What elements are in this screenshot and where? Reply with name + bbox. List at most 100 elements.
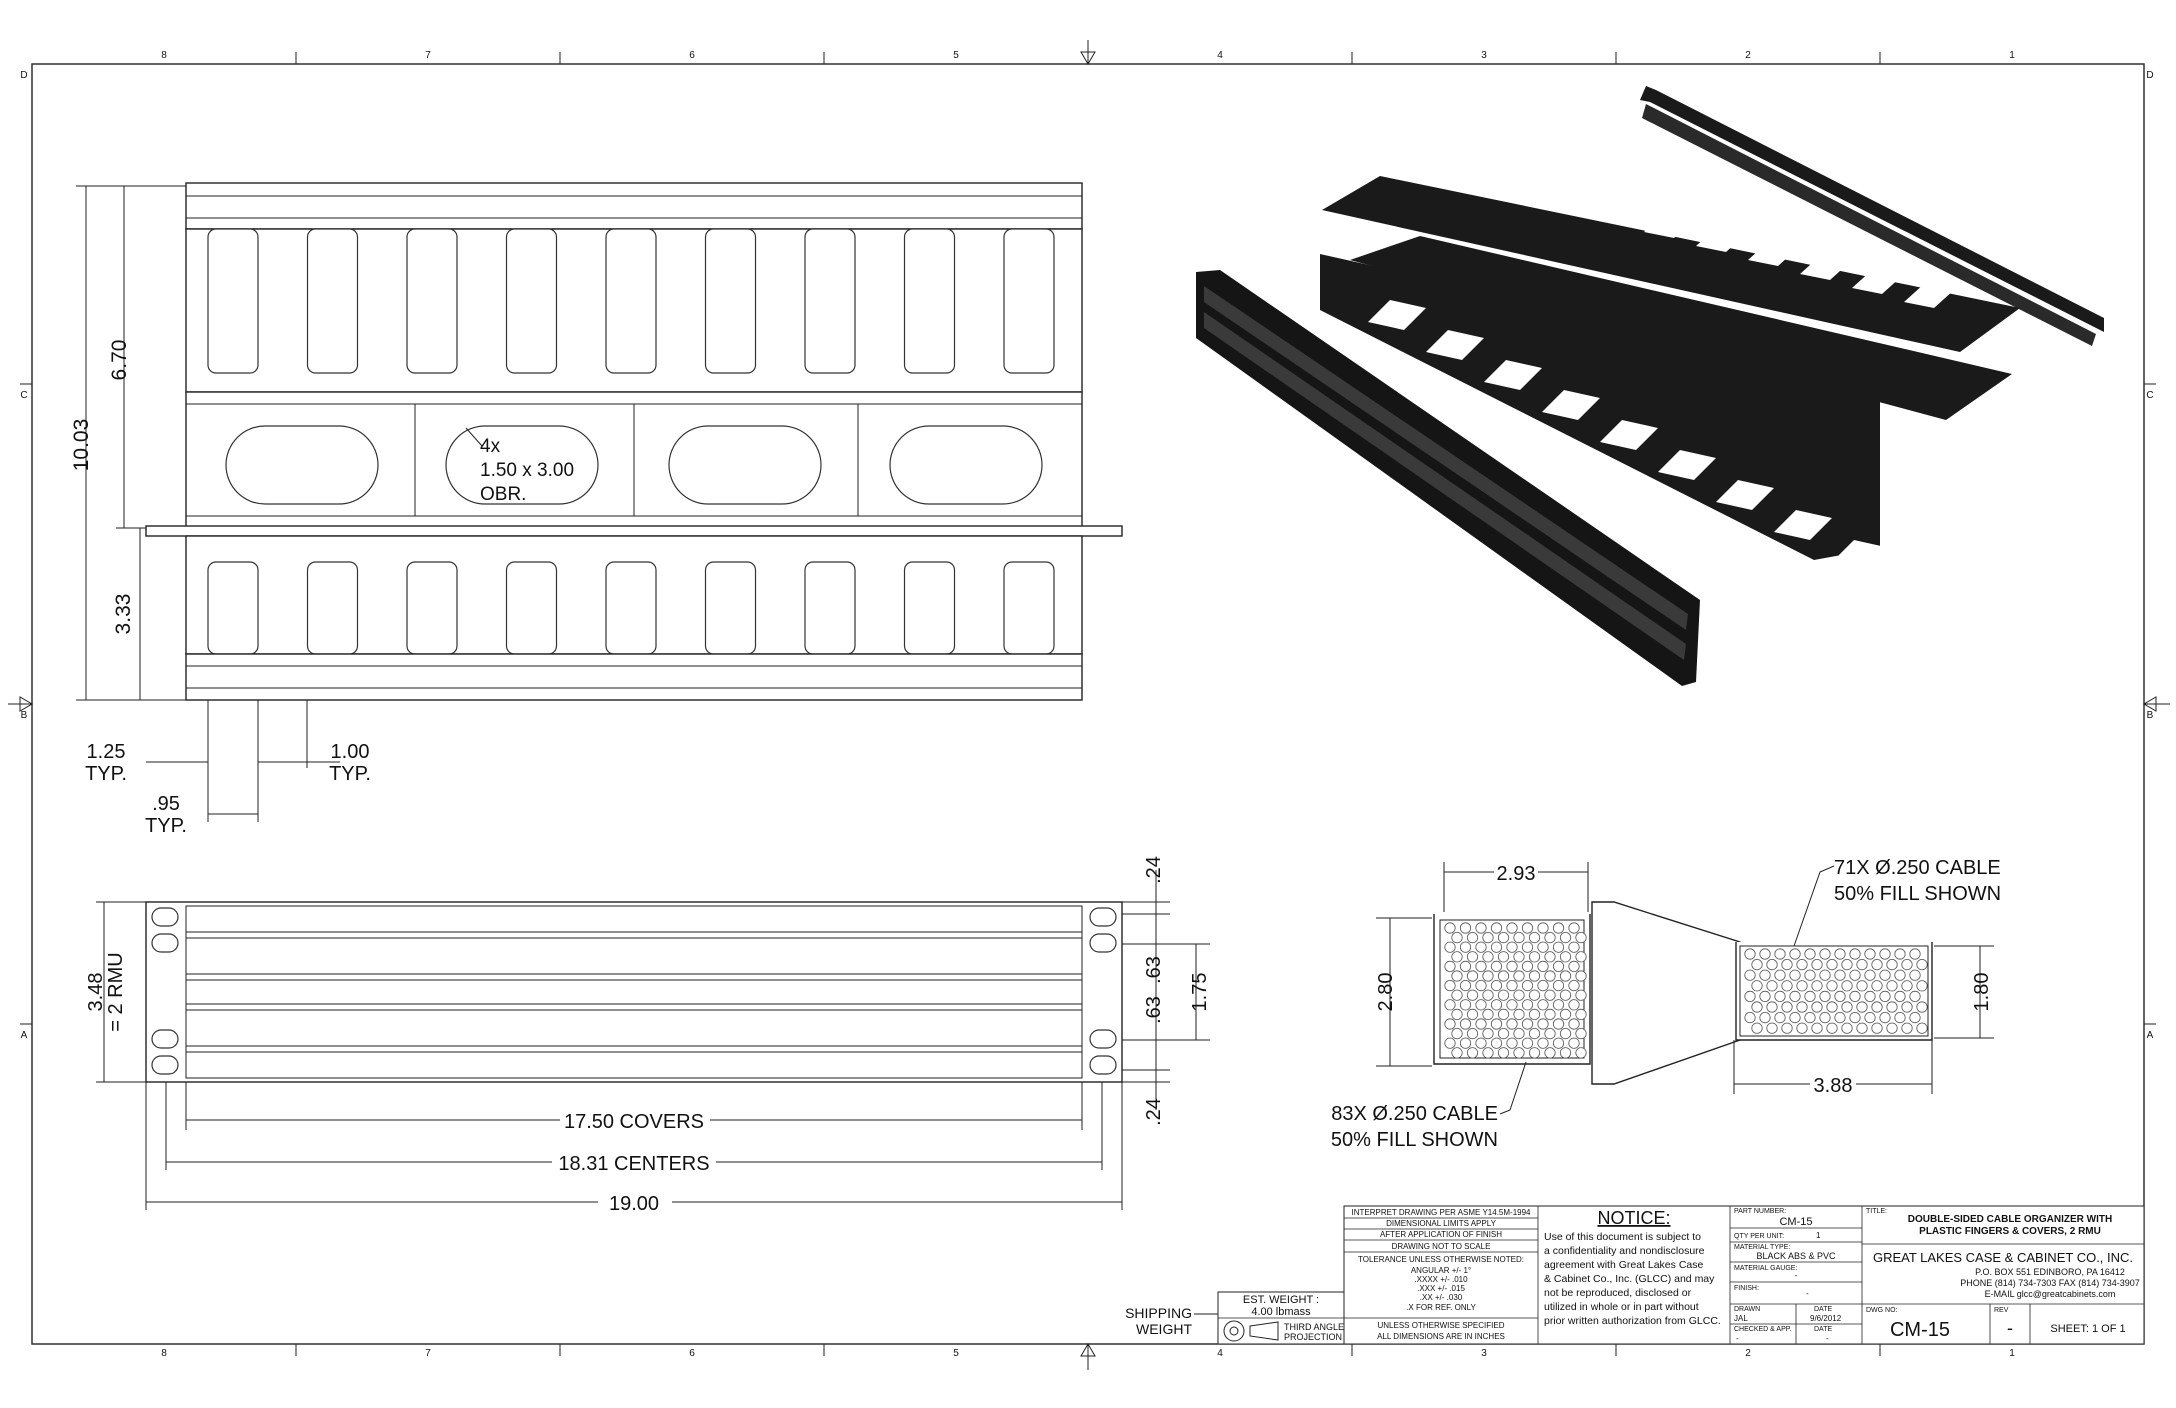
part-number: CM-15 (1779, 1216, 1812, 1228)
dim-right-width: 3.88 (1814, 1075, 1853, 1097)
checked: - (1736, 1334, 1739, 1343)
oblong-opening-3 (668, 425, 822, 505)
zone-row-right-D: D (2146, 70, 2153, 81)
dim-overall-height: 10.03 (70, 419, 93, 472)
qty: 1 (1816, 1231, 1821, 1240)
rev-label: REV (1994, 1307, 2009, 1314)
callout-line2: 1.50 x 3.00 (480, 460, 574, 481)
section-view (1433, 901, 1933, 1085)
zone-col-top-2: 2 (1745, 50, 1751, 61)
upper-finger-gap (406, 228, 458, 374)
dim-right-height: 1.80 (1971, 973, 1993, 1012)
rear-deck-slot (1592, 200, 1642, 224)
callout-line1: 4x (480, 436, 501, 457)
zone-row-right-B: B (2147, 710, 2154, 721)
mounting-flange (145, 525, 1123, 537)
spec-line: .XXXX +/- .010 (1414, 1275, 1468, 1284)
upper-fingers (185, 228, 1083, 393)
dim-span: 1.75 (1189, 973, 1211, 1012)
lower-finger-gap (903, 561, 956, 655)
title-line2: PLASTIC FINGERS & COVERS, 2 RMU (1919, 1226, 2101, 1237)
spec-line: TOLERANCE UNLESS OTHERWISE NOTED: (1358, 1255, 1524, 1264)
zone-row-right-C: C (2146, 390, 2153, 401)
lower-finger-gap (1003, 561, 1055, 655)
spec-line: DIMENSIONAL LIMITS APPLY (1386, 1219, 1496, 1228)
section-view-dims: 2.93 2.80 3.88 1.80 71X Ø.250 CABLE 50% … (1331, 857, 2001, 1151)
rear-cover (1640, 86, 2104, 332)
shipping-label-2: WEIGHT (1136, 1321, 1192, 1337)
rear-deck-slot (1852, 270, 1902, 294)
notice-line: & Cabinet Co., Inc. (GLCC) and may (1544, 1273, 1715, 1285)
material-type: BLACK ABS & PVC (1756, 1251, 1836, 1261)
spec-line: .XX +/- .030 (1420, 1293, 1463, 1302)
front-deck-slot (1426, 330, 1484, 360)
upper-finger-gap (306, 228, 359, 374)
dim-left-height: 2.80 (1375, 973, 1397, 1012)
qty-label: QTY PER UNIT: (1734, 1233, 1784, 1240)
zone-row-left-B: B (21, 710, 28, 721)
upper-finger-gap (505, 228, 558, 374)
dim-upper-height: 6.70 (108, 340, 131, 381)
lower-finger-gap (207, 561, 259, 655)
dim-finger-pitch: 1.25 (87, 741, 126, 763)
oblong-opening-2 (445, 425, 599, 505)
rack-view-dims: 3.48 = 2 RMU 17.50 COVERS 18.31 CENTERS … (85, 856, 1211, 1215)
title-line1: DOUBLE-SIDED CABLE ORGANIZER WITH (1908, 1214, 2112, 1225)
date-label: DATE (1814, 1306, 1832, 1313)
spec-line: UNLESS OTHERWISE SPECIFIED (1378, 1321, 1505, 1330)
sheet-number: SHEET: 1 OF 1 (2050, 1323, 2125, 1335)
dim-gap: .95 (152, 793, 180, 815)
company-address: P.O. BOX 551 EDINBORO, PA 16412 (1975, 1267, 2125, 1277)
upper-finger-gap (903, 228, 956, 374)
note-left-line1: 83X Ø.250 CABLE (1331, 1103, 1498, 1125)
zone-col-bottom-5: 5 (953, 1348, 959, 1359)
notice-line: Use of this document is subject to (1544, 1231, 1701, 1243)
checked-label: CHECKED & APP. (1734, 1326, 1792, 1333)
front-finger-deck (1350, 236, 2012, 420)
notice-line: prior written authorization from GLCC. (1544, 1315, 1721, 1327)
spec-line: .X FOR REF. ONLY (1406, 1303, 1476, 1312)
isometric-view (1196, 86, 2104, 686)
dim-top: .24 (1143, 856, 1165, 884)
finish-label: FINISH: (1734, 1285, 1759, 1292)
dim-mid-lower: .63 (1143, 996, 1165, 1024)
spec-line: ALL DIMENSIONS ARE IN INCHES (1377, 1332, 1505, 1341)
bottom-cover-rail (185, 653, 1083, 701)
drawn-date: 9/6/2012 (1810, 1314, 1842, 1323)
part-number-label: PART NUMBER: (1734, 1208, 1786, 1215)
rear-deck-slot (1904, 284, 1954, 308)
left-cable-bundle (1444, 922, 1587, 1059)
zone-col-bottom-7: 7 (425, 1348, 431, 1359)
dim-centers: 18.31 CENTERS (558, 1153, 709, 1175)
zone-col-bottom-4: 4 (1217, 1348, 1223, 1359)
front-deck-slot (1368, 300, 1426, 330)
opening-callout: 4x 1.50 x 3.00 OBR. (465, 427, 574, 505)
zone-col-top-4: 4 (1217, 50, 1223, 61)
rear-deck-slot (1644, 214, 1694, 238)
dwg-number: CM-15 (1890, 1319, 1950, 1341)
front-deck-slot (1658, 450, 1716, 480)
zone-row-left-A: A (21, 1030, 28, 1041)
material-gauge: - (1795, 1271, 1798, 1280)
zone-col-bottom-8: 8 (161, 1348, 167, 1359)
spec-column: INTERPRET DRAWING PER ASME Y14.5M-1994DI… (1351, 1208, 1531, 1341)
lower-finger-gap (704, 561, 757, 655)
spec-line: .XXX +/- .015 (1417, 1284, 1465, 1293)
spec-line: INTERPRET DRAWING PER ASME Y14.5M-1994 (1351, 1208, 1531, 1217)
zone-col-top-8: 8 (161, 50, 167, 61)
projection-cone-icon (1249, 1321, 1279, 1341)
dim-lower-height: 3.33 (112, 594, 135, 635)
dwg-label: DWG NO: (1866, 1307, 1898, 1314)
notice-title: NOTICE: (1597, 1208, 1670, 1228)
zone-col-bottom-3: 3 (1481, 1348, 1487, 1359)
material-type-label: MATERIAL TYPE: (1734, 1244, 1790, 1251)
spec-line: ANGULAR +/- 1° (1411, 1266, 1471, 1275)
lower-finger-gap (505, 561, 558, 655)
est-weight-value: 4.00 lbmass (1251, 1306, 1311, 1318)
callout-line3: OBR. (480, 484, 526, 505)
drawn: JAL (1734, 1314, 1748, 1323)
title-label: TITLE: (1866, 1208, 1887, 1215)
rear-finger-deck (1322, 176, 2020, 352)
spec-line: DRAWING NOT TO SCALE (1392, 1242, 1491, 1251)
dim-rmu: = 2 RMU (105, 952, 127, 1031)
